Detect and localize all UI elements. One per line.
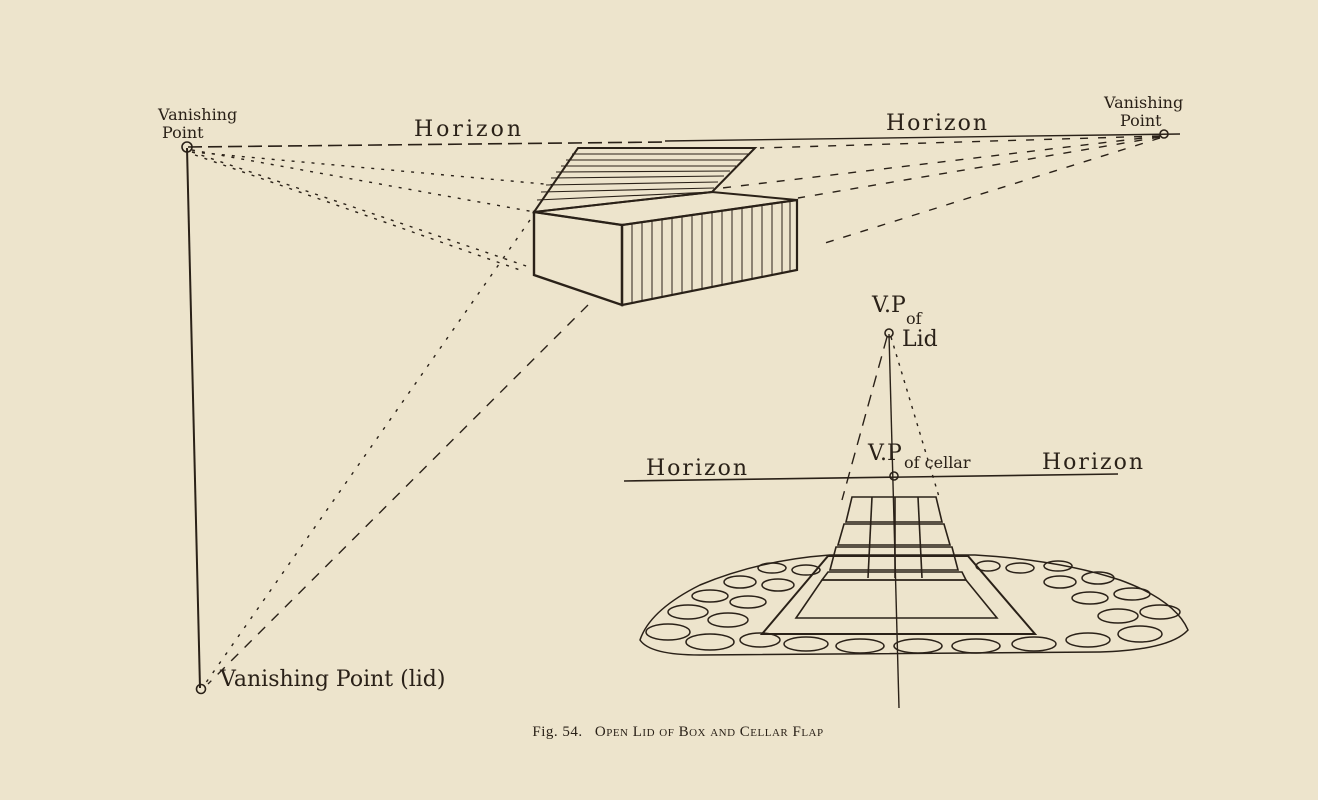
cellar-flap [820,496,968,581]
cellar-center-line [888,333,900,709]
cellar-horizon-line [623,473,1119,482]
vp-of-lid-marker [884,328,894,338]
right-vp-rays [721,135,1161,244]
cellar-horizon-label-left: Horizon [646,456,749,481]
cellar-frame [759,555,1038,635]
lid-vp-rays [204,219,589,685]
cellar-horizon-label-right: Horizon [1042,450,1145,475]
vp-of-cellar-label: V.P [867,441,902,466]
figure-title: Open Lid of Box and Cellar Flap [595,724,824,740]
box-figure: Vanishing Point Vanishing Point Horizon … [157,93,1183,695]
figure-number: Fig. 54. [532,724,582,740]
vp-right-marker [1159,129,1169,139]
open-box [531,147,799,307]
box-horizon-label-right: Horizon [886,111,989,136]
box-horizon-dashed [187,141,666,148]
box-horizon-label-left: Horizon [414,117,524,142]
vp-left-marker [181,141,193,153]
figure-caption: Fig. 54. Open Lid of Box and Cellar Flap [532,724,823,740]
vp-left-label-1: Vanishing [157,105,237,124]
box-horizon-solid [664,133,1181,142]
vertical-construction-line [186,147,201,689]
vp-of-cellar-marker [889,471,899,481]
left-vp-rays [191,149,556,271]
vp-of-lid-label-3: Lid [902,327,938,352]
vp-of-lid-label-1: V.P [871,293,906,318]
vp-lid-marker [195,683,207,695]
vp-of-lid-label-2: of [906,309,923,328]
vp-right-label-1: Vanishing [1103,93,1183,112]
cobblestones [639,554,1189,656]
vp-right-label-2: Point [1120,111,1162,130]
cellar-figure: V.P of Lid V.P of cellar Horizon Horizon [623,293,1189,709]
vp-of-cellar-sublabel: of cellar [904,453,971,472]
vp-lid-label: Vanishing Point (lid) [219,667,445,692]
vp-left-label-2: Point [162,123,204,142]
